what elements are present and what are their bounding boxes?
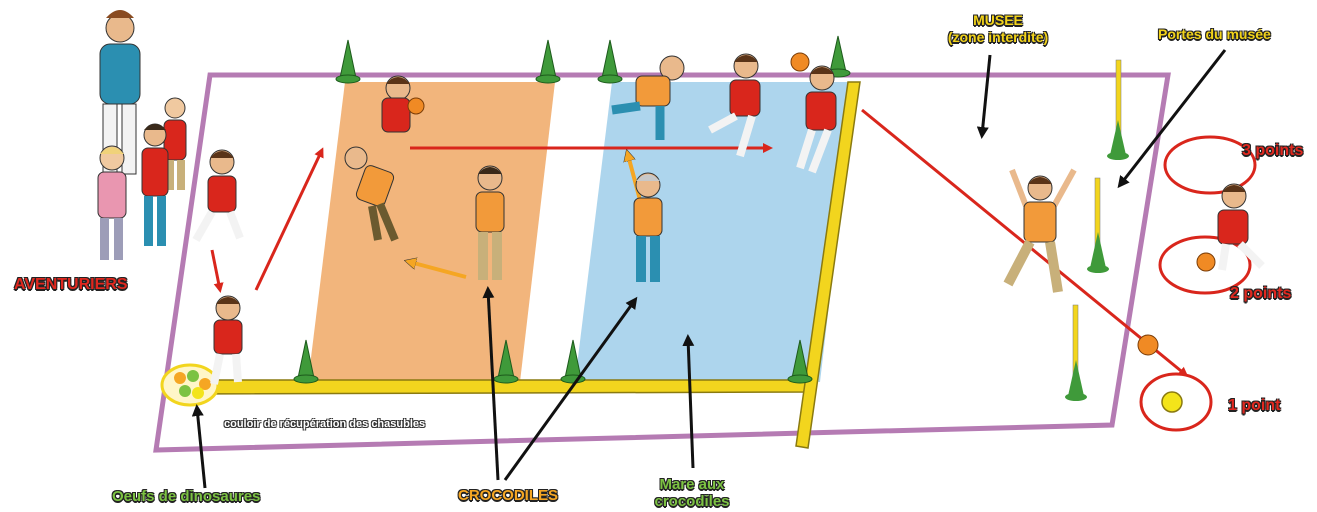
label-musee-subtitle: (zone interdite): [928, 29, 1068, 46]
label-oeufs-de-dinosaures: Oeufs de dinosaures: [112, 488, 260, 505]
cone-icon: [336, 40, 360, 83]
label-mare-aux-crocodiles: Mare aux crocodiles: [632, 476, 752, 510]
dinosaur-eggs-basket: [162, 365, 218, 405]
label-musee: MUSEE (zone interdite): [928, 12, 1068, 46]
label-2-points: 2 points: [1230, 285, 1291, 303]
hoops: [1141, 137, 1255, 430]
label-1-point: 1 point: [1228, 397, 1280, 415]
label-couloir: couloir de récupération des chasubles: [224, 418, 425, 430]
orange-zone: [308, 82, 555, 382]
label-3-points: 3 points: [1242, 142, 1303, 160]
yellow-ball-icon: [1162, 392, 1182, 412]
cone-icon: [536, 40, 560, 83]
label-aventuriers: AVENTURIERS: [14, 276, 128, 294]
orange-ball-icon: [1138, 335, 1158, 355]
label-mare-line2: crocodiles: [632, 493, 752, 510]
label-portes-du-musee: Portes du musée: [1158, 26, 1271, 42]
label-mare-line1: Mare aux: [632, 476, 752, 493]
child-figure-icon: [98, 146, 126, 260]
label-musee-title: MUSEE: [928, 12, 1068, 29]
label-crocodiles: CROCODILES: [458, 487, 558, 504]
child-figure-icon: [1197, 184, 1262, 271]
cone-icon: [598, 40, 622, 83]
